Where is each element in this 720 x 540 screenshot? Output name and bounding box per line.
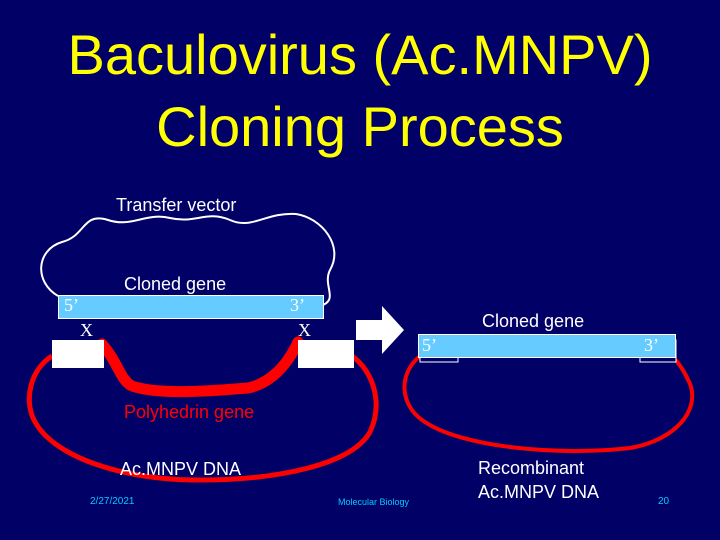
footer-date: 2/27/2021 bbox=[90, 496, 135, 507]
acmnpv-dna-loop bbox=[26, 353, 379, 483]
left-flank-box-1 bbox=[52, 340, 104, 368]
right-cloned-gene-label: Cloned gene bbox=[482, 311, 585, 331]
right-5prime-label: 5’ bbox=[422, 335, 437, 355]
polyhedrin-gene-label: Polyhedrin gene bbox=[124, 402, 255, 422]
right-gene-bar bbox=[418, 334, 676, 358]
left-crossover-x-1: X bbox=[80, 320, 93, 340]
left-flank-box-2 bbox=[298, 340, 354, 368]
polyhedrin-gene-segment bbox=[96, 336, 304, 398]
footer-center-text: Molecular Biology bbox=[338, 497, 410, 507]
slide-title-line1: Baculovirus (Ac.MNPV) bbox=[67, 23, 653, 86]
slide-title-line2: Cloning Process bbox=[156, 95, 564, 158]
arrow-icon bbox=[356, 306, 404, 354]
recombinant-label-line1: Recombinant bbox=[478, 458, 585, 478]
left-3prime-label: 3’ bbox=[290, 295, 305, 315]
left-5prime-label: 5’ bbox=[64, 295, 79, 315]
recombinant-dna-loop bbox=[402, 354, 695, 453]
left-cloned-gene-label: Cloned gene bbox=[124, 274, 227, 294]
recombinant-label-line2: Ac.MNPV DNA bbox=[478, 482, 600, 502]
acmnpv-dna-label: Ac.MNPV DNA bbox=[120, 459, 242, 479]
transfer-vector-outline bbox=[40, 212, 336, 307]
transfer-vector-label: Transfer vector bbox=[116, 195, 237, 215]
left-crossover-x-2: X bbox=[298, 320, 311, 340]
left-gene-bar bbox=[58, 295, 324, 319]
footer-page-number: 20 bbox=[658, 496, 670, 507]
right-3prime-label: 3’ bbox=[644, 335, 659, 355]
